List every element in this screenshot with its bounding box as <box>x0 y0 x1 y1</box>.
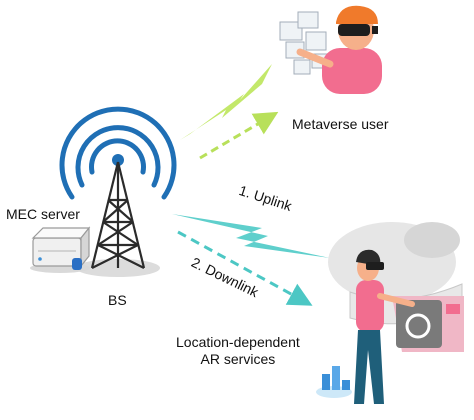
tower-icon <box>76 161 160 277</box>
metaverse-user-figure <box>279 5 382 94</box>
bs-label: BS <box>108 292 127 308</box>
ar-services-label: Location-dependent AR services <box>176 334 300 368</box>
lightning-link-icon <box>180 64 272 140</box>
ar-user-figure <box>316 222 464 404</box>
uplink-lightning <box>172 214 330 258</box>
downlink-arrow <box>177 230 313 306</box>
mec-server-label: MEC server <box>6 206 80 222</box>
metaverse-user-label: Metaverse user <box>292 116 389 132</box>
radio-wave-icon <box>59 106 177 200</box>
ar-services-line2: AR services <box>200 351 276 367</box>
dashed-arrow-green <box>199 111 279 160</box>
server-icon <box>30 226 91 273</box>
ar-services-line1: Location-dependent <box>176 334 300 350</box>
